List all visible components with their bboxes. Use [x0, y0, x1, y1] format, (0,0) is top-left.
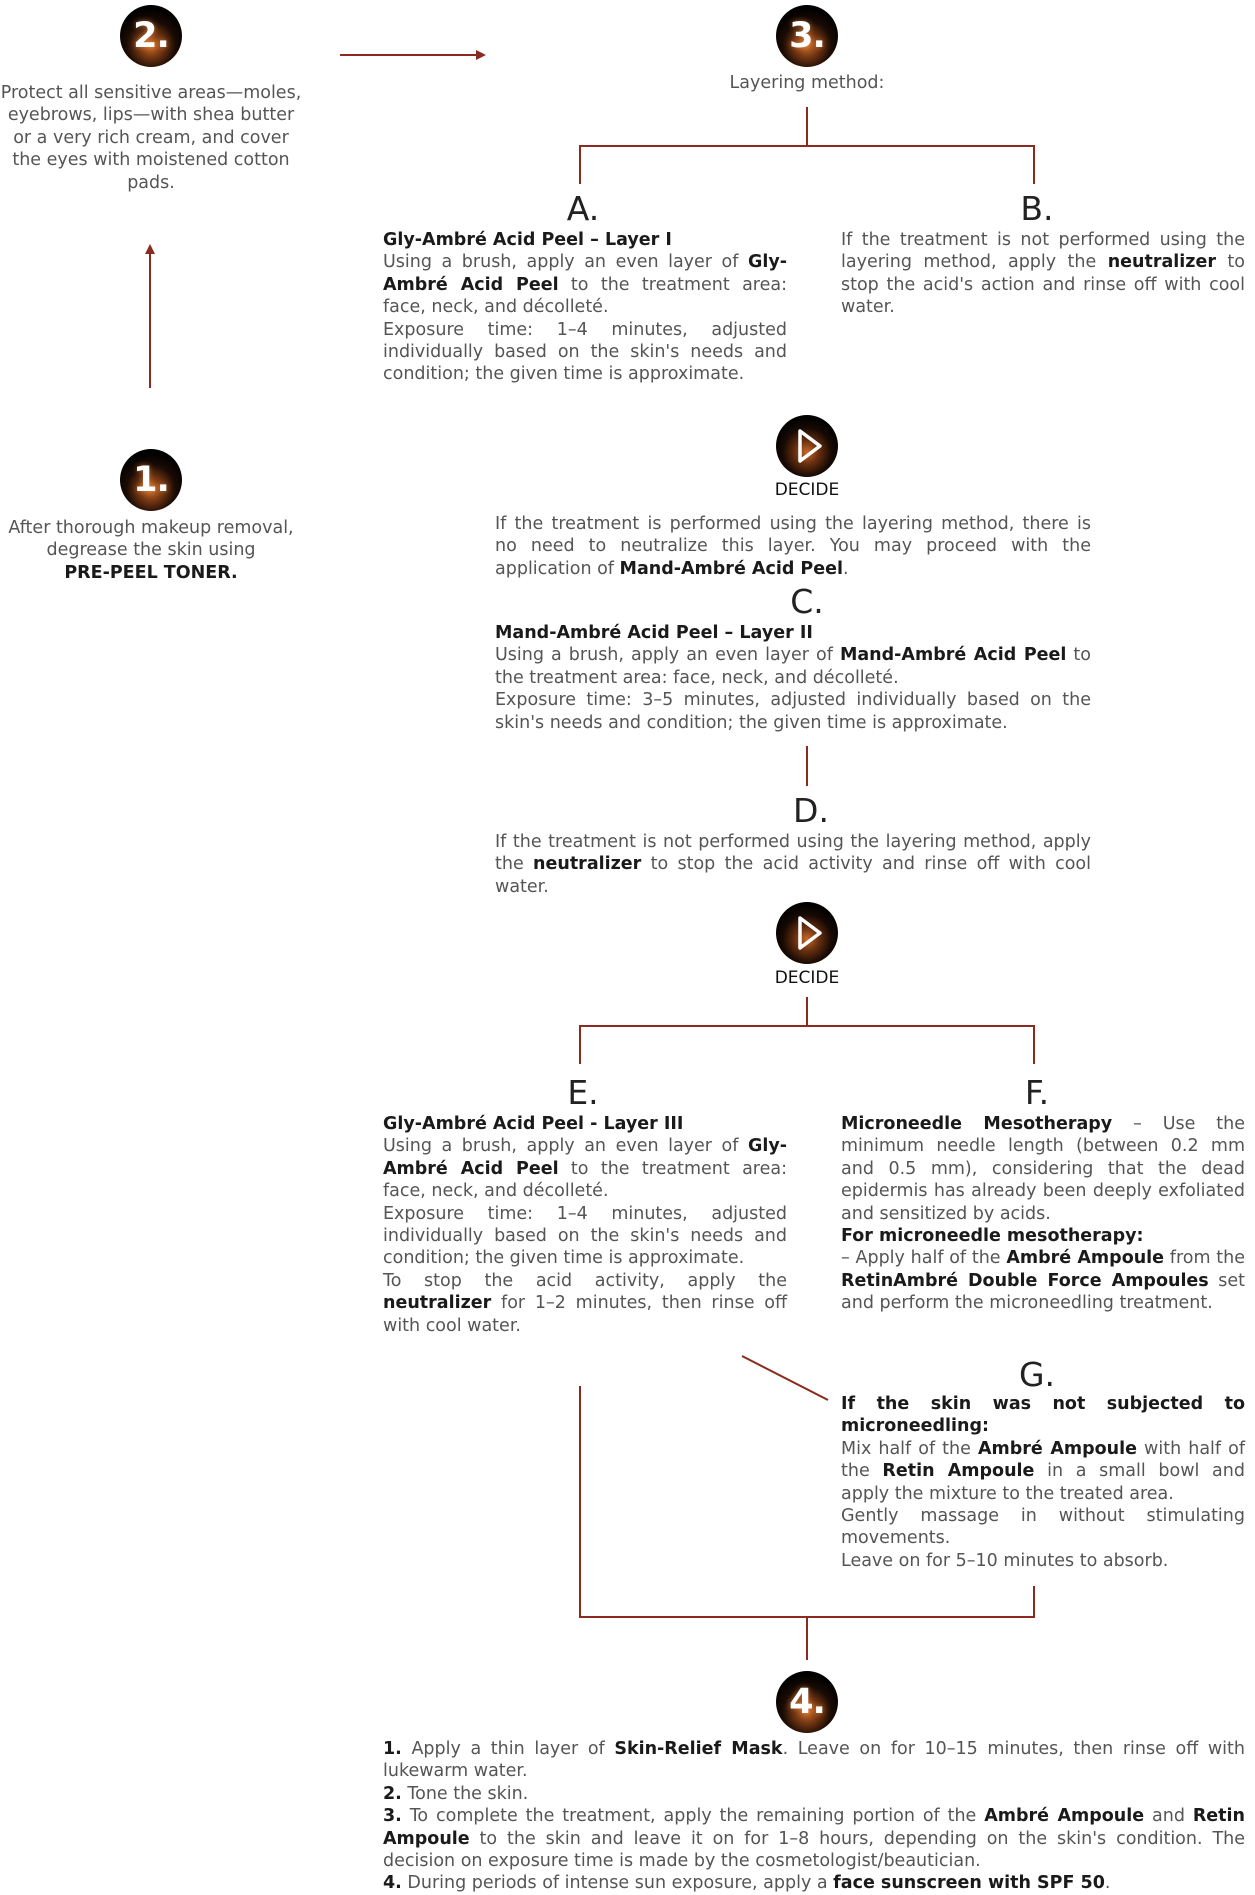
branch-b-text: If the treatment is not performed using …: [841, 230, 1245, 318]
branch-a-para-1: Using a brush, apply an even layer of Gl…: [383, 252, 787, 318]
step-1-text: After thorough makeup removal, degrease …: [0, 517, 302, 584]
decide-1-text: If the treatment is performed using the …: [495, 514, 1091, 579]
branch-e-para-1: Using a brush, apply an even layer of Gl…: [383, 1136, 787, 1202]
branch-g-title: If the skin was not subjected to microne…: [841, 1394, 1245, 1437]
branch-e-title: Gly-Ambré Acid Peel - Layer III: [383, 1114, 684, 1134]
decide-1-label: DECIDE: [774, 480, 840, 500]
step-4-item-1: 1. Apply a thin layer of Skin-Relief Mas…: [383, 1739, 1246, 1782]
branch-e-para-3: To stop the acid activity, apply the neu…: [383, 1270, 787, 1336]
branch-f-text: Microneedle Mesotherapy – Use the minimu…: [841, 1113, 1245, 1315]
step-4-item-3: 3. To complete the treatment, apply the …: [383, 1806, 1245, 1872]
branch-a-title: Gly-Ambré Acid Peel – Layer I: [383, 230, 672, 250]
branch-d-text: If the treatment is not performed using …: [495, 832, 1091, 897]
branch-ab-bar: [579, 145, 1035, 184]
branch-d-letter: D.: [793, 791, 829, 830]
decide-2-label: DECIDE: [774, 968, 840, 988]
connector-e-g: [741, 1355, 829, 1401]
step-2-badge: 2.: [120, 5, 182, 67]
step-1-product: PRE-PEEL TONER.: [64, 562, 238, 583]
branch-c-letter: C.: [790, 582, 824, 621]
branch-a-text: Gly-Ambré Acid Peel – Layer I Using a br…: [383, 229, 787, 386]
branch-e-text: Gly-Ambré Acid Peel - Layer III Using a …: [383, 1113, 787, 1337]
decide-2-play-icon: [776, 902, 838, 964]
branch-g-para-1: Mix half of the Ambré Ampoule with half …: [841, 1438, 1245, 1504]
step-3-text: Layering method:: [729, 73, 885, 93]
branch-f-subtitle: For microneedle mesotherapy:: [841, 1226, 1144, 1247]
branch-c-title: Mand-Ambré Acid Peel – Layer II: [495, 623, 813, 643]
branch-e-letter: E.: [567, 1073, 599, 1112]
step-4-badge: 4.: [776, 1671, 838, 1733]
branch-g-text: If the skin was not subjected to microne…: [841, 1393, 1245, 1572]
branch-c-para-2: Exposure time: 3–5 minutes, adjusted ind…: [495, 690, 1091, 733]
step-4-text: 1. Apply a thin layer of Skin-Relief Mas…: [383, 1738, 1245, 1895]
branch-a-para-2: Exposure time: 1–4 minutes, adjusted ind…: [383, 319, 787, 385]
branch-f-letter: F.: [1024, 1073, 1050, 1112]
step-4-item-2: 2. Tone the skin.: [383, 1783, 529, 1804]
branch-g-para-2: Gently massage in without stimulating mo…: [841, 1506, 1245, 1549]
step-1-badge: 1.: [120, 449, 182, 511]
branch-g-para-3: Leave on for 5–10 minutes to absorb.: [841, 1550, 1169, 1571]
step-4-item-4: 4. During periods of intense sun exposur…: [383, 1873, 1111, 1894]
branch-g-letter: G.: [1018, 1355, 1056, 1394]
step-3-badge: 3.: [776, 5, 838, 67]
branch-f-para-1: Microneedle Mesotherapy – Use the minimu…: [841, 1114, 1245, 1224]
branch-c-para-1: Using a brush, apply an even layer of Ma…: [495, 645, 1092, 688]
branch-ef-bar: [579, 1025, 1035, 1064]
branch-b-letter: B.: [1020, 189, 1054, 228]
branch-e-para-2: Exposure time: 1–4 minutes, adjusted ind…: [383, 1203, 787, 1269]
step-2-text: Protect all sensitive areas—moles, eyebr…: [0, 83, 302, 193]
branch-c-text: Mand-Ambré Acid Peel – Layer II Using a …: [495, 622, 1091, 734]
branch-a-letter: A.: [566, 189, 600, 228]
step-1-body: After thorough makeup removal, degrease …: [8, 518, 294, 561]
decide-1-play-icon: [776, 415, 838, 477]
branch-f-para-2: – Apply half of the Ambré Ampoule from t…: [841, 1248, 1245, 1314]
